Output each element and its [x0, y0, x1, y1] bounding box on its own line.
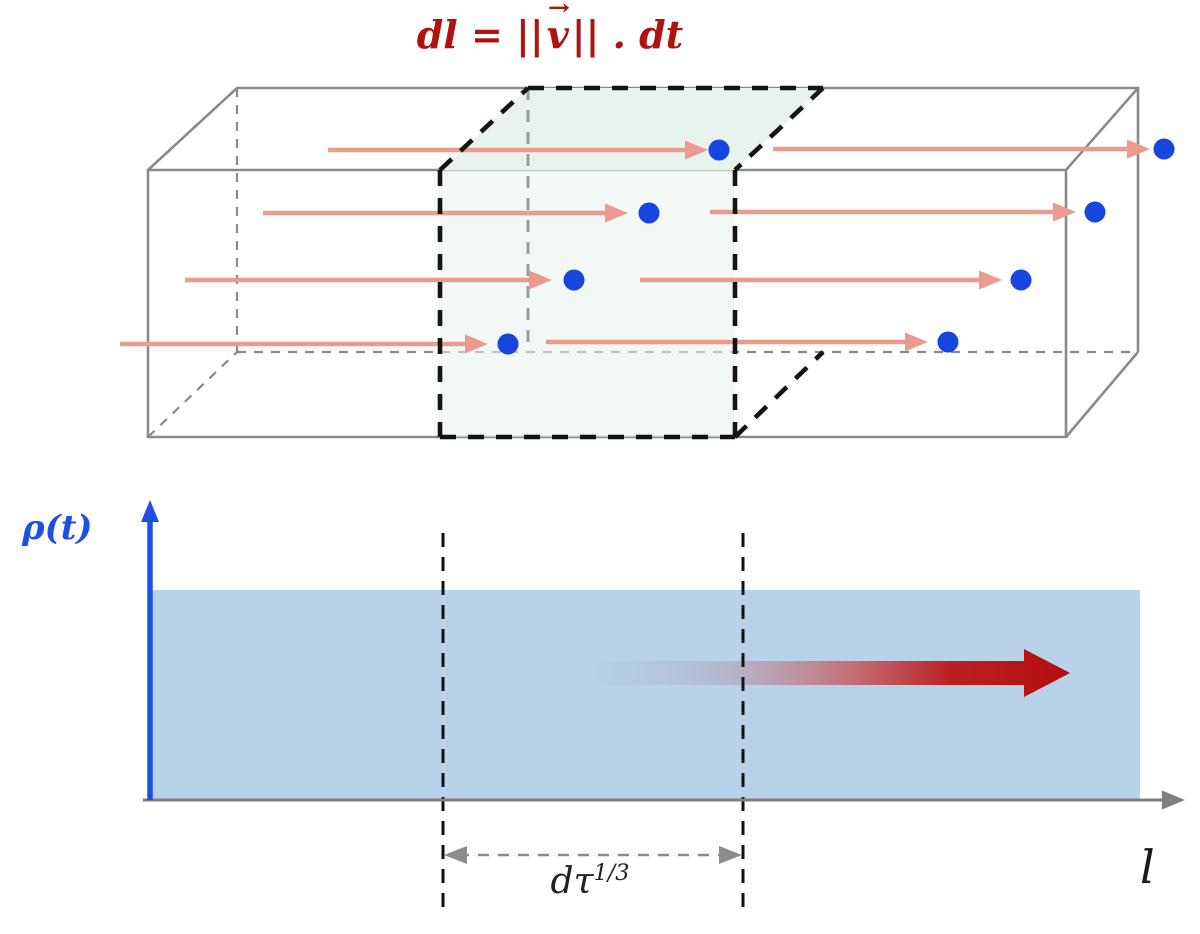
density-area	[150, 590, 1140, 800]
vector-arrow-icon: →	[548, 0, 571, 21]
particle-flow	[328, 139, 730, 161]
velocity-arrow-head-icon	[905, 332, 928, 352]
particle-flow	[546, 331, 959, 353]
velocity-arrow-head-icon	[605, 203, 628, 223]
particle-dot	[937, 331, 959, 353]
title-formula: dl = ||v→|| . dt	[340, 0, 760, 57]
particle-dot	[497, 333, 519, 355]
interval-base: dτ	[550, 861, 594, 902]
slab-dashed-edges	[437, 85, 825, 440]
velocity-arrow-head-icon	[1053, 202, 1076, 222]
title-part2: || . dt	[571, 12, 684, 57]
particle-flow	[640, 269, 1032, 291]
particle-dot	[1153, 138, 1175, 160]
interval-measure	[444, 846, 742, 864]
particle-dot	[563, 269, 585, 291]
velocity-arrow-head-icon	[979, 270, 1002, 290]
particle-flow	[773, 138, 1175, 160]
measure-right-arrow-icon	[719, 846, 742, 864]
slab-volume	[440, 88, 823, 437]
slab-front-face	[440, 170, 735, 437]
x-axis-label: l	[1140, 840, 1155, 894]
vector-v-letter: v	[546, 12, 569, 57]
title-part1: dl = ||	[416, 12, 544, 57]
particle-flow	[710, 201, 1106, 223]
flow-gradient-arrow	[593, 649, 1070, 697]
interval-label: dτ1/3	[500, 860, 680, 902]
x-axis-arrow-icon	[1162, 790, 1185, 810]
particle-flow	[263, 202, 660, 224]
velocity-arrow-head-icon	[529, 270, 552, 290]
measure-left-arrow-icon	[444, 846, 467, 864]
velocity-arrow-head-icon	[465, 334, 488, 354]
particles-layer	[120, 138, 1175, 355]
particle-flow	[120, 333, 519, 355]
y-axis-label: ρ(t)	[22, 508, 93, 548]
density-plot	[141, 500, 1185, 907]
particle-dot	[708, 139, 730, 161]
vector-v: v→	[544, 0, 572, 57]
particle-dot	[638, 202, 660, 224]
particle-flow	[185, 269, 585, 291]
y-axis-arrow-icon	[141, 500, 159, 522]
velocity-arrow-head-icon	[685, 140, 708, 160]
particle-dot	[1010, 269, 1032, 291]
slab-outline	[437, 85, 825, 440]
velocity-arrow-head-icon	[1127, 139, 1150, 159]
particle-dot	[1084, 201, 1106, 223]
slab-top-face	[440, 88, 823, 170]
interval-exponent: 1/3	[593, 860, 630, 886]
